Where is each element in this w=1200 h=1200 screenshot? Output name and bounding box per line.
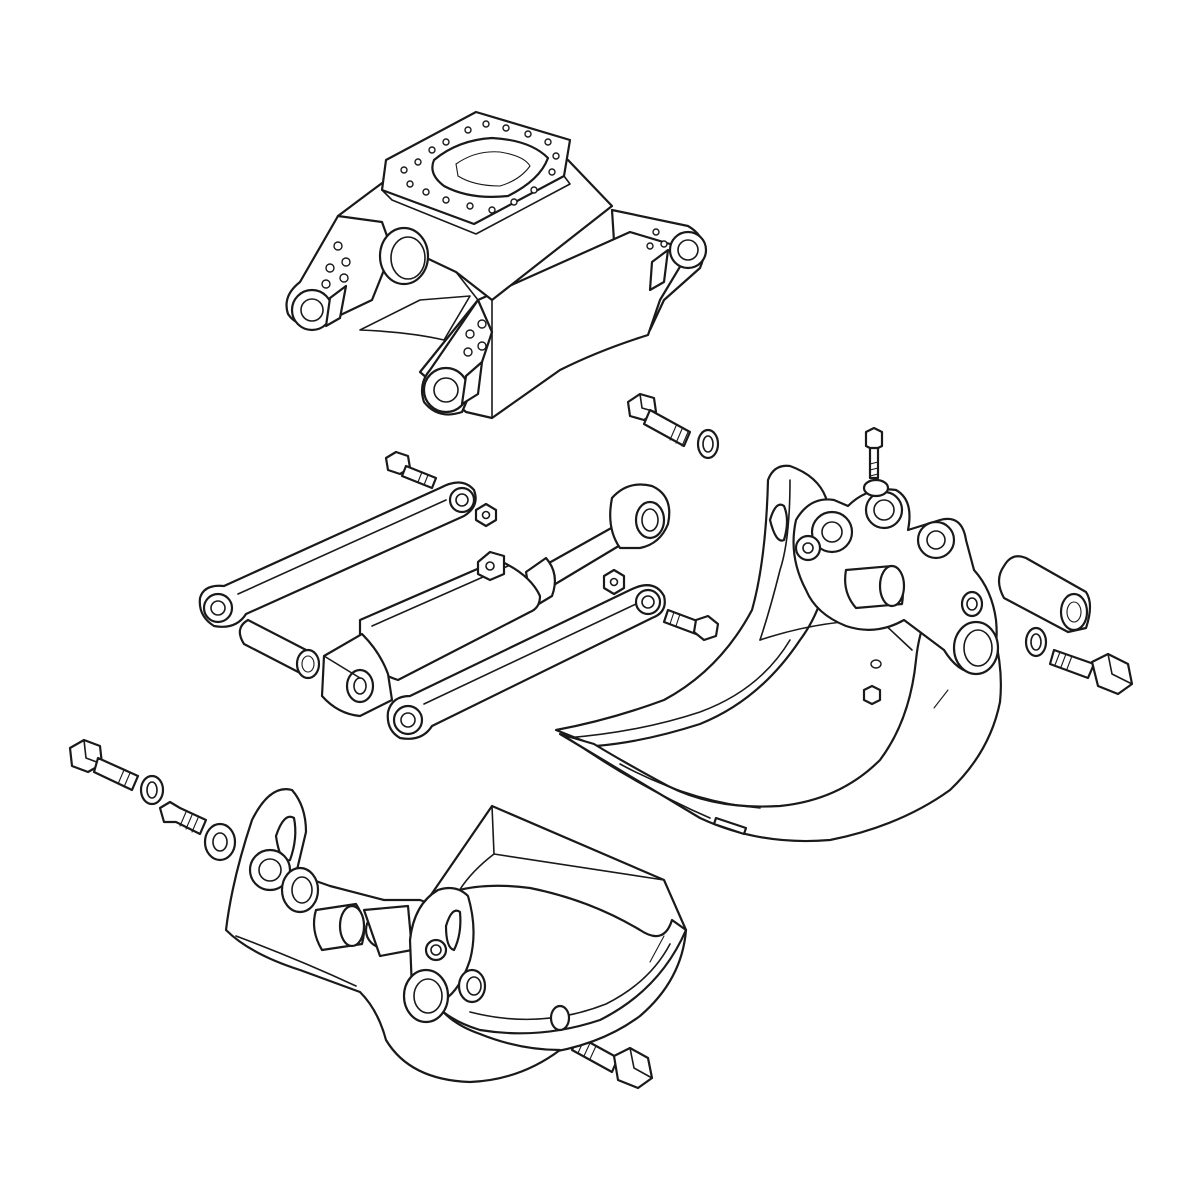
hydraulic-cylinder — [320, 483, 671, 718]
nut-lower-link — [602, 568, 626, 596]
bolt-lower-link — [662, 608, 720, 642]
nut-upper-link — [474, 502, 498, 528]
spacer-tube-left — [238, 618, 321, 680]
bolt-center-upper — [626, 392, 720, 460]
upper-link-arm — [198, 481, 477, 628]
grapple-jaw-right — [554, 464, 1002, 843]
grapple-jaw-left — [224, 788, 688, 1084]
lower-link-arm — [386, 584, 666, 740]
rotator-mount-frame — [285, 110, 708, 420]
bolt-right-jaw-pivot — [1024, 626, 1134, 696]
bolt-vertical-jaw — [864, 426, 884, 480]
bolt-left-jaw-pivot — [68, 738, 237, 862]
bolt-upper-link — [384, 450, 438, 490]
spacer-tube-right — [997, 555, 1092, 634]
